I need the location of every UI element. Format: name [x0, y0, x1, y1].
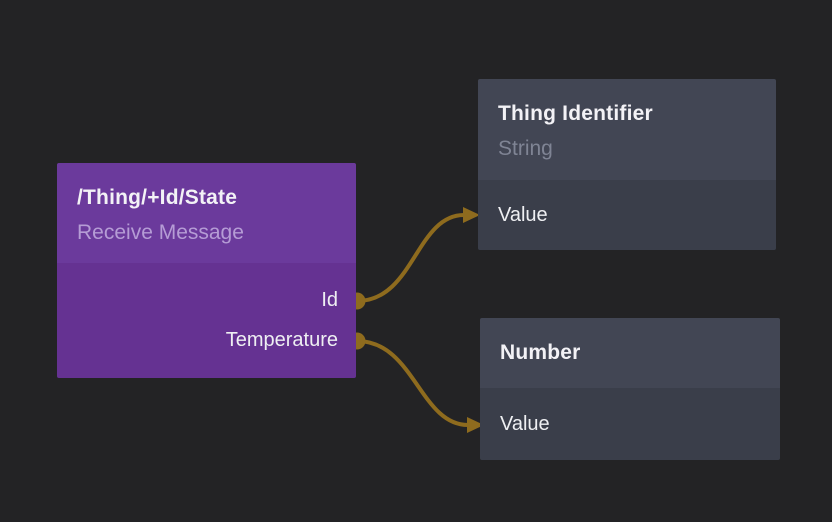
node-number[interactable]: Number Value: [480, 318, 780, 460]
node-title: /Thing/+Id/State: [77, 186, 238, 209]
connection-wire-id-to-thing-identifier[interactable]: [355, 213, 466, 303]
node-receive-message-body: Id Temperature: [57, 263, 356, 378]
connection-wire-temperature-to-number[interactable]: [355, 339, 470, 427]
node-title: Number: [500, 341, 581, 364]
node-subtitle: String: [498, 137, 553, 160]
node-thing-identifier-body: Value: [478, 180, 776, 250]
output-row-temperature: Temperature: [57, 320, 356, 360]
node-thing-identifier-header: Thing Identifier String: [478, 79, 776, 180]
node-receive-message[interactable]: /Thing/+Id/State Receive Message Id Temp…: [57, 163, 356, 378]
output-label-id: Id: [321, 288, 338, 311]
node-receive-message-header: /Thing/+Id/State Receive Message: [57, 163, 356, 263]
node-number-header: Number: [480, 318, 780, 388]
node-number-body: Value: [480, 388, 780, 460]
output-label-temperature: Temperature: [225, 328, 338, 351]
node-thing-identifier[interactable]: Thing Identifier String Value: [478, 79, 776, 250]
node-subtitle: Receive Message: [77, 221, 244, 244]
node-title: Thing Identifier: [498, 102, 653, 125]
output-row-id: Id: [57, 280, 356, 320]
input-label-value: Value: [498, 203, 548, 226]
input-label-value: Value: [500, 412, 550, 435]
